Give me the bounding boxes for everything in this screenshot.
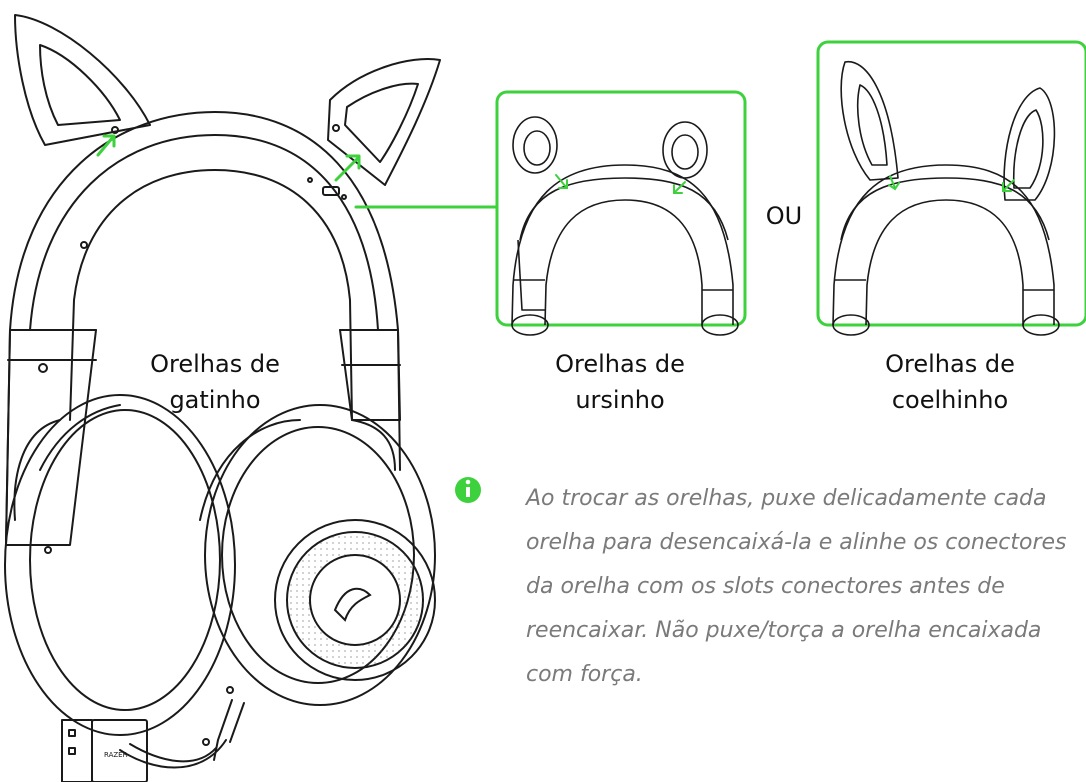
or-label: OU (765, 202, 803, 230)
kitten-label-line2: gatinho (169, 386, 261, 414)
bunny-ears-box (816, 40, 1086, 336)
note-line: reencaixar. Não puxe/torça a orelha enca… (526, 618, 1042, 643)
bear-label-line2: ursinho (575, 386, 665, 414)
bear-label-line1: Orelhas de (555, 350, 685, 378)
razer-logo-icon (333, 587, 372, 622)
bear-ears-box (495, 90, 747, 336)
note-line: com força. (526, 662, 643, 687)
bear-ears-label: Orelhas de ursinho (535, 346, 705, 418)
bunny-label-line1: Orelhas de (885, 350, 1015, 378)
note-line: Ao trocar as orelhas, puxe delicadamente… (526, 486, 1047, 511)
kitten-ear-right (327, 58, 441, 186)
green-arrows (96, 134, 499, 209)
cable-brand-text: RAZER (104, 751, 128, 759)
note-line: orelha para desencaixá-la e alinhe os co… (526, 530, 1067, 555)
info-icon (455, 477, 481, 503)
note-line: da orelha com os slots conectores antes … (526, 574, 1005, 599)
bunny-ears-label: Orelhas de coelhinho (865, 346, 1035, 418)
note-text: Ao trocar as orelhas, puxe delicadamente… (526, 477, 1086, 697)
kitten-ear-left (14, 14, 151, 146)
main-headset (4, 111, 436, 782)
bunny-label-line2: coelhinho (891, 386, 1009, 414)
kitten-ears-label: Orelhas de gatinho (130, 346, 300, 418)
kitten-label-line1: Orelhas de (150, 350, 280, 378)
